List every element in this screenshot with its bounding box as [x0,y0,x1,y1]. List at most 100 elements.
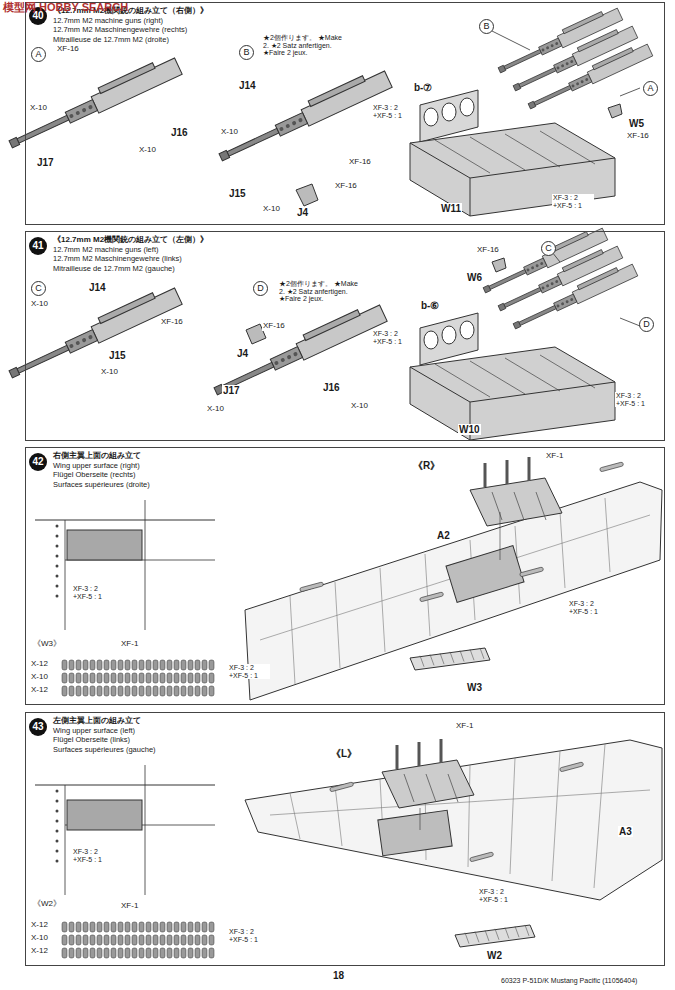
paint-code: 《W2》 [32,900,62,909]
leader-line [515,926,519,937]
illustration-part [62,660,67,670]
part-number: W10 [458,424,481,435]
illustration-part [153,660,158,670]
machine-gun [215,66,392,165]
step-heading: 右側主翼上面の組み立て [53,452,141,461]
part-outline [245,740,662,900]
illustration-part [139,673,144,683]
leader-line [435,364,490,397]
illustration-part [299,582,323,592]
illustration-part [572,264,638,304]
step-heading: Mitrailleuse de 12.7mm M2 (gauche) [53,265,175,273]
illustration-part [125,673,130,683]
illustration-part [83,948,88,958]
paint-code: XF-16 [160,318,184,327]
step-number: 41 [29,237,47,255]
paint-code: XF-1 [455,722,474,731]
subassembly-circle: B [239,45,254,60]
part-number: J17 [222,385,241,396]
illustration-part [174,935,179,945]
leader-line [490,30,530,50]
step-heading: Mitrailleuse de 12.7mm M2 (droite) [53,36,169,44]
part-number: W2 [486,950,503,961]
illustration-part [139,935,144,945]
illustration-part [585,78,589,82]
illustration-part [125,686,130,696]
illustration-part [146,935,151,945]
part-number: W6 [466,272,483,283]
paint-code: X-12 [30,686,49,695]
illustration-part [125,660,130,670]
leader-line [420,808,421,830]
leader-line [485,930,489,941]
paint-code: XF-3 : 2 +XF-5 : 1 [478,888,520,903]
illustration-part [554,294,577,311]
illustration-part [76,686,81,696]
illustration-part [9,367,20,378]
illustration-part [181,935,186,945]
page-number: 18 [332,970,345,981]
illustration-part [88,334,93,339]
part-number: J17 [36,157,55,168]
illustration-part [62,948,67,958]
illustration-part [81,337,86,342]
illustration-part [118,660,123,670]
illustration-part [132,922,137,932]
illustration-part [285,123,290,128]
illustration-part [76,660,81,670]
leader-line [35,785,215,786]
leader-line [470,158,615,178]
subassembly-circle: B [479,19,494,34]
illustration-part [209,948,214,958]
subassembly-letter: A [35,50,41,59]
illustration-part [188,935,193,945]
illustration-part [83,660,88,670]
part-number: W11 [440,203,462,214]
illustration-part [587,44,653,84]
leader-line [65,520,66,630]
leader-line [465,933,469,944]
leader-line [430,654,434,665]
paint-code: XF-16 [348,158,372,167]
illustration-part [146,686,151,696]
leader-line [335,786,342,846]
illustration-part [76,673,81,683]
illustration-part [111,922,116,932]
leader-line [145,765,146,895]
illustration-part [153,922,158,932]
illustration-part [146,948,151,958]
illustration-part [569,74,592,91]
paint-code: XF-1 [545,452,564,461]
illustration-part [592,48,633,70]
gun-bay [378,810,452,855]
illustration-part [69,922,74,932]
illustration-part [118,948,123,958]
part-outline [245,482,662,700]
subassembly-letter: D [643,320,650,329]
cartridge [419,592,443,602]
leader-line [470,137,525,170]
illustration-part [9,137,20,148]
part-outline [296,184,318,206]
illustration-part [104,935,109,945]
illustration-part [62,686,67,696]
illustration-part [181,948,186,958]
illustration-part [519,67,556,87]
watermark: 模型网 HOBBY SEARCH [2,1,129,13]
illustration-part [90,660,95,670]
part-number: A2 [436,530,451,541]
illustration-part [555,42,559,46]
illustration-part [539,38,562,55]
illustration-part [81,107,86,112]
leader-line [505,134,560,167]
paint-code: XF-1 [120,640,139,649]
leader-line [440,739,443,763]
machine-gun [525,41,653,112]
leader-line [450,652,454,663]
step-panel: 《12.7mm M2機関銃の組み立て（左側）》12.7mm M2 machine… [25,231,665,441]
leader-line [620,318,640,326]
rivet [56,565,59,568]
leader-line [420,656,424,667]
leader-line [260,515,650,640]
